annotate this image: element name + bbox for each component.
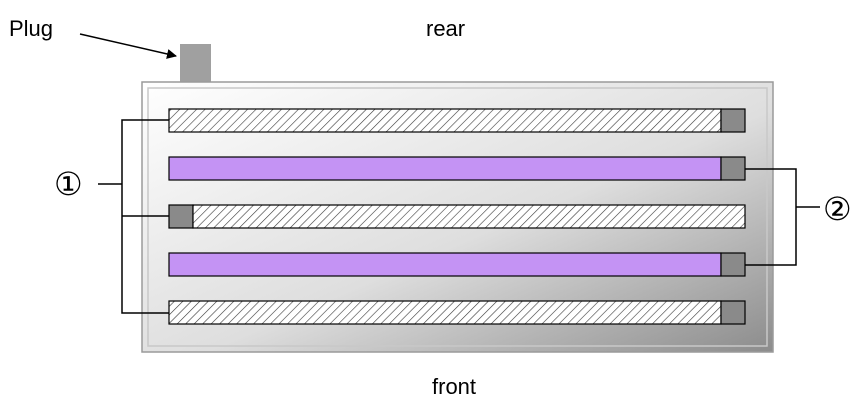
plug-label: Plug bbox=[9, 16, 54, 41]
tube-1-connector bbox=[720, 108, 746, 133]
tube-4 bbox=[168, 252, 746, 277]
plug-arrow bbox=[79, 33, 177, 59]
plug bbox=[180, 44, 211, 82]
tube-2 bbox=[168, 156, 746, 181]
tube-1 bbox=[168, 108, 746, 133]
tube-5-connector bbox=[720, 300, 746, 325]
tube-3 bbox=[168, 204, 746, 229]
front-label: front bbox=[432, 374, 477, 399]
tube-5 bbox=[168, 300, 746, 325]
group-2-label: ② bbox=[823, 190, 852, 228]
group-1-label: ① bbox=[54, 165, 83, 203]
tube-4-connector bbox=[720, 252, 746, 277]
tube-3-connector bbox=[168, 204, 194, 229]
bracket-group-1 bbox=[98, 119, 169, 314]
panel-inner-border bbox=[147, 87, 768, 347]
bracket-group-2 bbox=[745, 168, 820, 266]
tube-2-connector bbox=[720, 156, 746, 181]
rear-label: rear bbox=[426, 16, 466, 41]
